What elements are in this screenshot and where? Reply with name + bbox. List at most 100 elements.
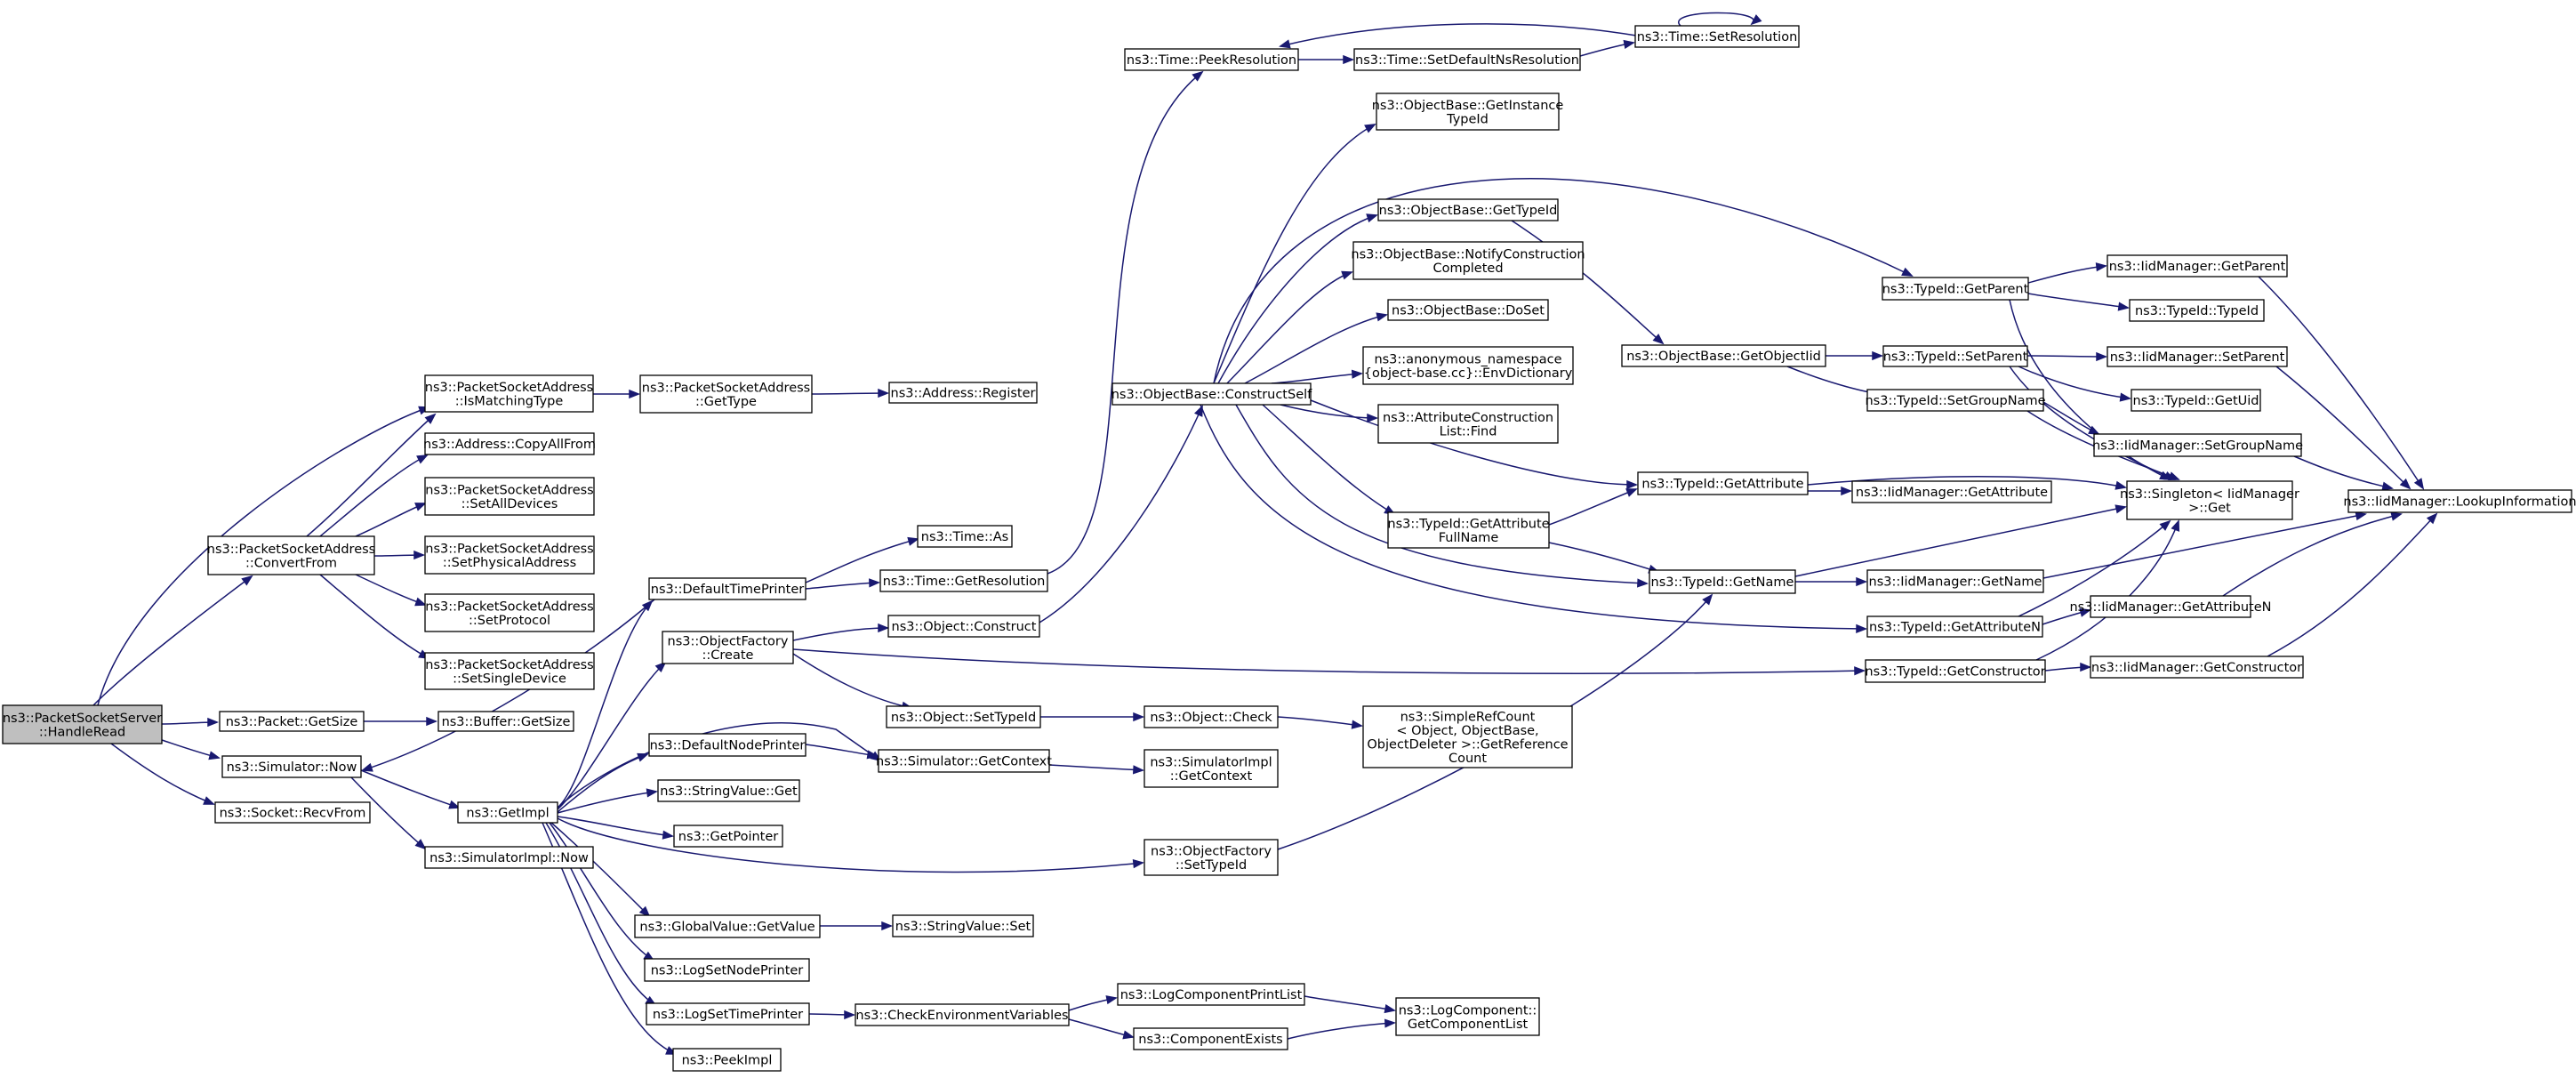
function-node[interactable]: ns3::SimulatorImpl::Now [424,846,594,869]
function-node[interactable]: ns3::ObjectBase::DoSet [1387,299,1549,321]
function-node[interactable]: ns3::ObjectFactory::Create [662,631,794,664]
node-box [855,1003,1070,1026]
call-edge-n1-n10 [355,574,427,607]
node-label-line: ns3::TypeId::GetAttribute [1387,517,1549,531]
arrowhead [1652,334,1665,345]
function-node[interactable]: ns3::StringValue::Get [657,779,800,802]
function-node[interactable]: ns3::Time::As [917,525,1013,548]
function-node[interactable]: ns3::Singleton< IidManager>::Get [2120,480,2299,520]
node-label-line: Completed [1432,261,1503,276]
function-node[interactable]: ns3::IidManager::GetParent [2107,254,2288,278]
function-node[interactable]: ns3::Buffer::GetSize [437,711,574,732]
function-node[interactable]: ns3::LogComponent::GetComponentList [1395,997,1540,1036]
function-node[interactable]: ns3::Time::GetResolution [879,569,1048,592]
node-label-line: ns3::GetPointer [678,830,779,844]
function-node[interactable]: ns3::SimpleRefCount< Object, ObjectBase,… [1362,705,1573,768]
function-node[interactable]: ns3::PacketSocketAddress::SetSingleDevic… [424,652,595,690]
function-node[interactable]: ns3::PacketSocketAddress::SetProtocol [424,593,595,632]
call-edge-n41-n50 [1511,220,1665,345]
function-node[interactable]: ns3::LogSetNodePrinter [644,958,810,982]
function-node[interactable]: ns3::TypeId::GetParent [1882,277,2029,301]
node-label-line: ns3::TypeId::GetConstructor [1865,665,2045,680]
node-label-line: ns3::PacketSocketAddress [425,483,593,497]
function-node[interactable]: ns3::TypeId::GetName [1649,569,1796,594]
function-node[interactable]: ns3::IidManager::SetGroupName [2092,433,2303,457]
function-node[interactable]: ns3::Object::Construct [887,615,1040,638]
function-node[interactable]: ns3::TypeId::GetAttribute [1637,471,1809,495]
call-edge-n31-n37 [1068,995,1118,1011]
function-node[interactable]: ns3::Simulator::GetContext [876,749,1052,773]
function-node[interactable]: ns3::LogComponentPrintList [1117,983,1305,1006]
node-box [1882,277,2029,301]
arrowhead [414,503,427,511]
call-edge-line [1039,406,1203,623]
function-node[interactable]: ns3::TypeId::SetGroupName [1865,389,2046,412]
call-edge-line [557,662,666,810]
function-node[interactable]: ns3::ComponentExists [1133,1027,1288,1050]
function-node[interactable]: ns3::PacketSocketAddress::SetAllDevices [424,477,595,516]
function-node[interactable]: ns3::IidManager::LookupInformation [2343,489,2576,513]
function-node[interactable]: ns3::PacketSocketAddress::IsMatchingType [424,374,594,413]
arrowhead [878,388,890,398]
function-node[interactable]: ns3::TypeId::SetParent [1882,345,2028,367]
function-node[interactable]: ns3::Simulator::Now [221,755,362,778]
function-node[interactable]: ns3::GetImpl [457,801,558,824]
function-node[interactable]: ns3::Packet::GetSize [219,711,365,732]
function-node[interactable]: ns3::Object::Check [1144,705,1279,728]
function-node[interactable]: ns3::Socket::RecvFrom [214,801,371,824]
function-node[interactable]: ns3::DefaultTimePrinter [648,577,807,600]
call-edge-n14-n19 [557,788,659,814]
call-edge-n57-n66 [2042,401,2100,435]
node-box [1851,480,2052,503]
function-node[interactable]: ns3::Time::PeekResolution [1124,48,1299,71]
call-edge-line [2026,355,2107,358]
function-node[interactable]: ns3::GetPointer [673,825,783,848]
function-node[interactable]: ns3::DefaultNodePrinter [648,733,807,757]
function-node[interactable]: ns3::ObjectBase::NotifyConstructionCompl… [1351,241,1585,280]
function-node[interactable]: ns3::TypeId::GetAttributeN [1866,615,2043,638]
function-node[interactable]: ns3::StringValue::Set [892,914,1034,937]
node-box [887,615,1040,638]
function-node[interactable]: ns3::TypeId::TypeId [2129,299,2265,322]
function-node[interactable]: ns3::ObjectBase::ConstructSelf [1111,382,1312,406]
call-edge-line [2027,265,2107,284]
call-edge-line [1048,764,1144,771]
function-node[interactable]: ns3::TypeId::GetConstructor [1865,659,2046,683]
function-node[interactable]: ns3::ObjectBase::GetTypeId [1377,198,1559,221]
function-node[interactable]: ns3::SimulatorImpl::GetContext [1144,749,1279,788]
function-node[interactable]: ns3::IidManager::GetConstructor [2090,656,2304,679]
function-node[interactable]: ns3::PacketSocketAddress::GetType [639,374,813,414]
function-node[interactable]: ns3::Time::SetDefaultNsResolution [1353,48,1581,71]
node-box [888,382,1038,404]
function-node[interactable]: ns3::ObjectBase::GetObjectIid [1621,344,1826,367]
function-node[interactable]: ns3::IidManager::GetName [1866,569,2044,593]
node-label-line: ns3::AttributeConstruction [1383,411,1553,425]
function-node[interactable]: ns3::PeekImpl [672,1048,782,1072]
call-edge-n2-n12 [593,389,641,399]
function-node[interactable]: ns3::IidManager::GetAttribute [1851,480,2052,503]
arrowhead [881,921,894,931]
function-node[interactable]: ns3::TypeId::GetUid [2131,389,2261,412]
function-node[interactable]: ns3::LogSetTimePrinter [646,1002,810,1026]
arrowhead [1384,1018,1397,1028]
function-node[interactable]: ns3::PacketSocketAddress::ConvertFrom [207,535,375,575]
function-node[interactable]: ns3::CheckEnvironmentVariables [855,1003,1070,1026]
function-node[interactable]: ns3::IidManager::SetParent [2107,346,2288,367]
root-function-node[interactable]: ns3::PacketSocketServer::HandleRead [2,704,163,744]
function-node[interactable]: ns3::Time::SetResolution [1634,25,1800,48]
function-node[interactable]: ns3::PacketSocketAddress::SetPhysicalAdd… [424,535,595,575]
function-node[interactable]: ns3::anonymous_namespace{object-base.cc}… [1362,346,1574,385]
function-node[interactable]: ns3::GlobalValue::GetValue [634,914,821,938]
function-node[interactable]: ns3::Address::Register [888,382,1038,404]
arrowhead [1367,413,1379,423]
node-box [1111,382,1312,406]
function-node[interactable]: ns3::ObjectFactory::SetTypeId [1144,839,1279,876]
call-edge-n33-n55 [1213,178,1914,384]
function-node[interactable]: ns3::Object::SetTypeId [886,705,1041,728]
arrowhead [1341,270,1353,280]
function-node[interactable]: ns3::IidManager::GetAttributeN [2069,595,2272,618]
function-node[interactable]: ns3::Address::CopyAllFrom [423,432,596,455]
